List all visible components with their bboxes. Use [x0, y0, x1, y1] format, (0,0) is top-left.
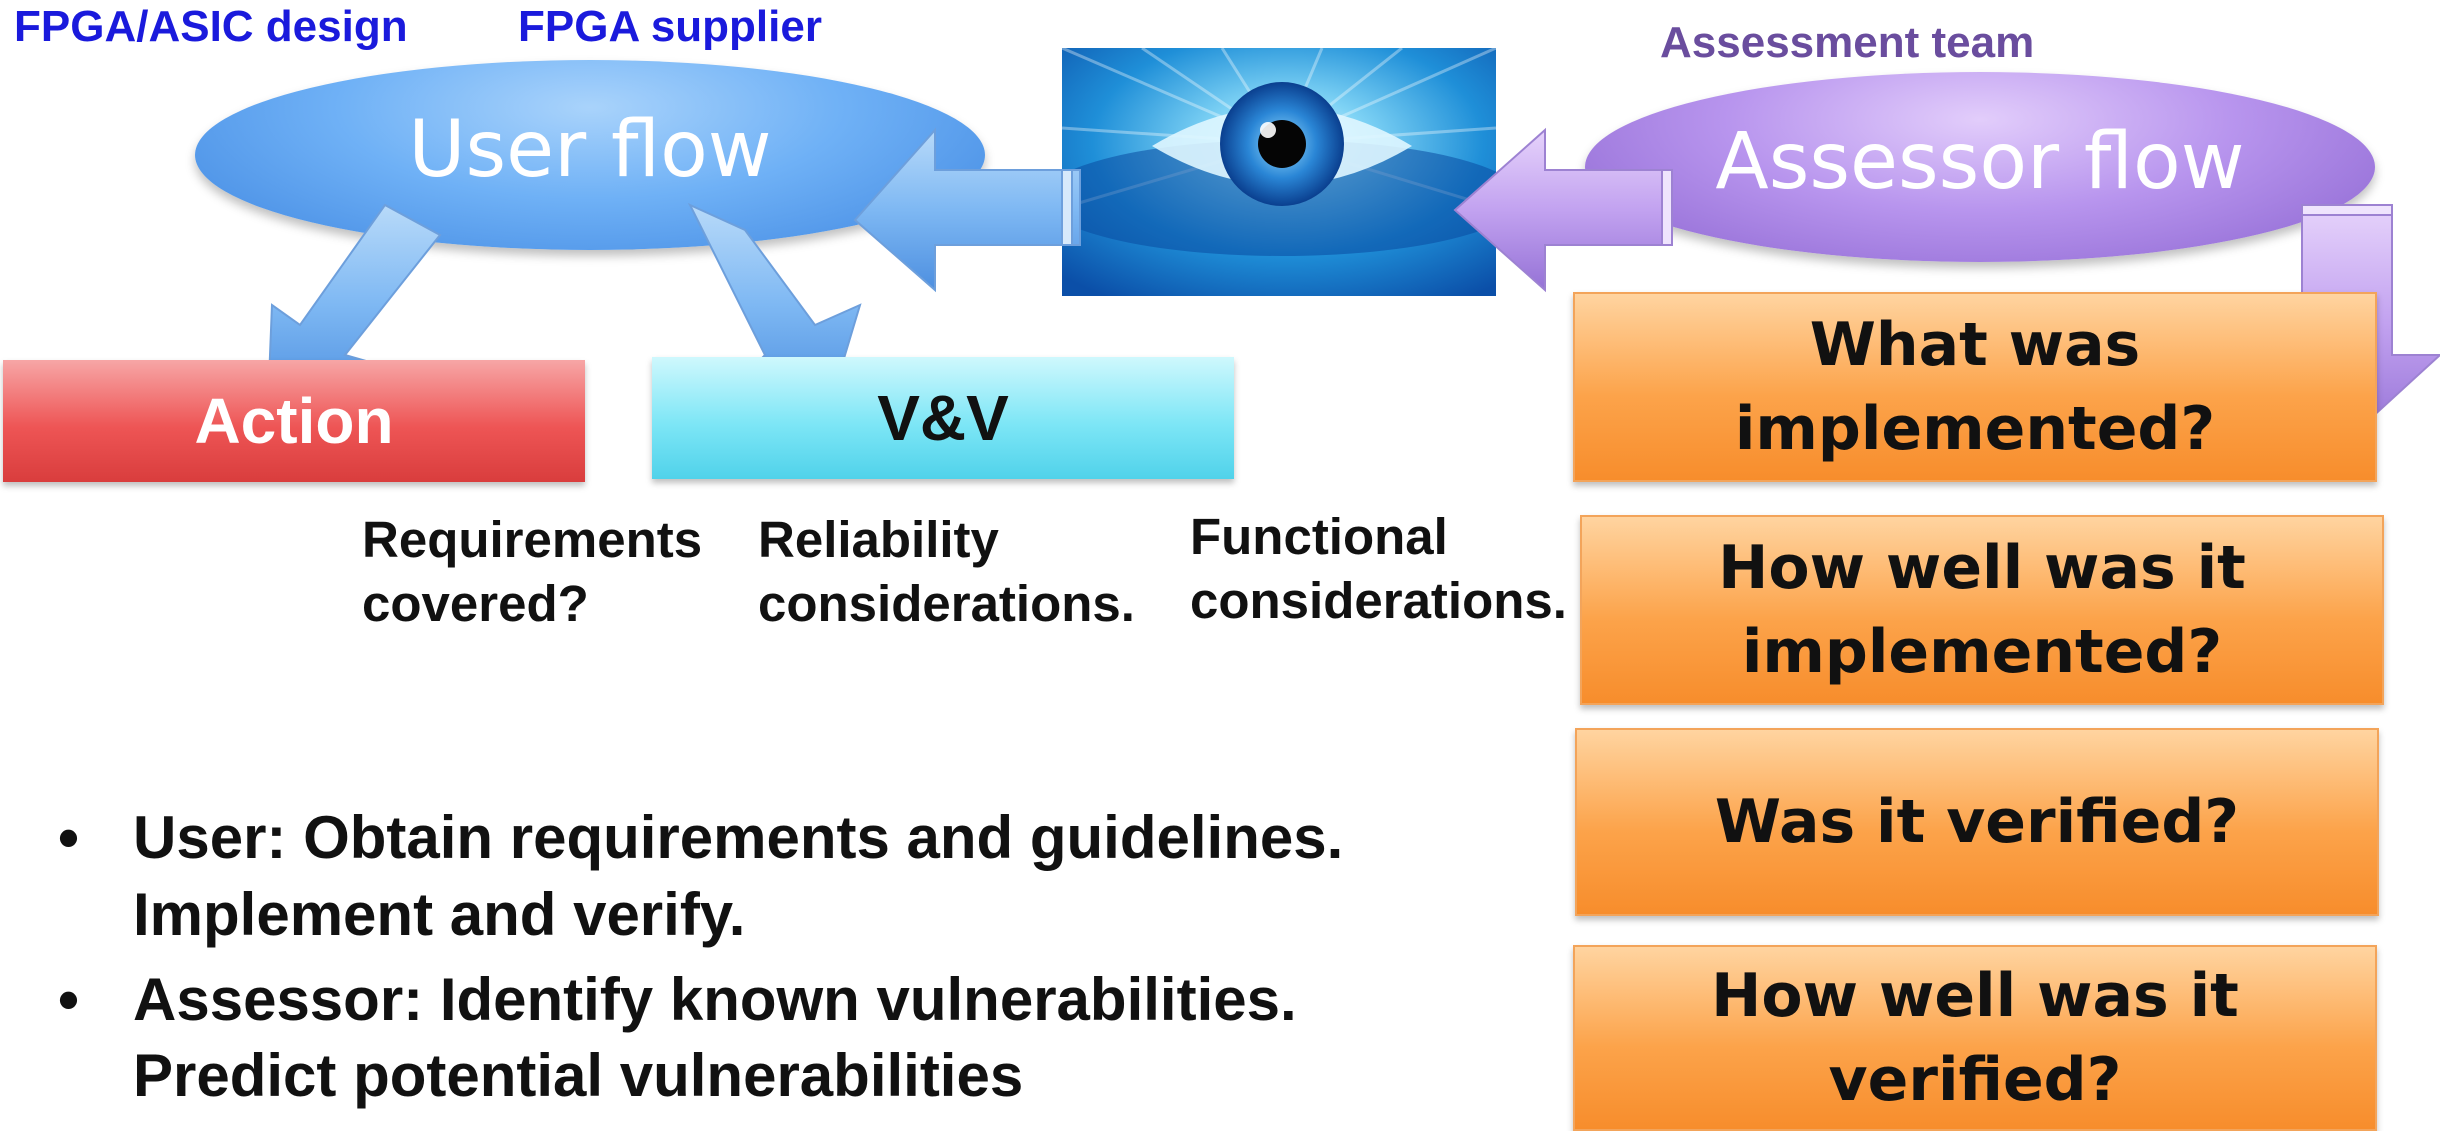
question-line: Was it verified? — [1714, 787, 2240, 857]
eye-image — [1062, 48, 1496, 296]
question-line: How well was it — [1718, 533, 2246, 603]
question-box: What was implemented? — [1573, 292, 2377, 482]
question-line: implemented? — [1741, 617, 2223, 687]
question-line: How well was it — [1711, 961, 2239, 1031]
bullet-item-user: • User: Obtain requirements and guidelin… — [58, 800, 1343, 954]
vv-label: V&V — [877, 382, 1009, 454]
reliability-note: Reliability considerations. — [758, 508, 1135, 636]
requirements-note: Requirements covered? — [362, 508, 702, 636]
requirements-note-line-2: covered? — [362, 574, 589, 632]
user-flow-label: User flow — [408, 105, 772, 195]
assessment-team-label: Assessment team — [1660, 18, 2035, 67]
question-box: Was it verified? — [1575, 728, 2379, 916]
bullet-icon: • — [58, 804, 80, 871]
bullet-item-assessor: • Assessor: Identify known vulnerabiliti… — [58, 962, 1343, 1116]
arrow-assessor-to-eye — [1453, 127, 1671, 293]
requirements-note-line-1: Requirements — [362, 511, 703, 568]
question-line: implemented? — [1734, 394, 2216, 464]
reliability-note-line-1: Reliability — [758, 511, 999, 568]
fpga-supplier-label: FPGA supplier — [518, 2, 822, 51]
bullet-line: Assessor: Identify known vulnerabilities… — [133, 965, 1297, 1033]
bullet-line: Predict potential vulnerabilities — [133, 1042, 1024, 1110]
bullet-icon: • — [58, 965, 80, 1033]
functional-note: Functional considerations. — [1190, 505, 1567, 633]
question-line: What was — [1809, 310, 2141, 380]
bullet-line: User: Obtain requirements and guidelines… — [133, 804, 1344, 871]
fpga-asic-design-label: FPGA/ASIC design — [14, 2, 408, 51]
question-line: verified? — [1828, 1045, 2122, 1115]
functional-note-line-2: considerations. — [1190, 571, 1567, 629]
bullet-line: Implement and verify. — [133, 880, 746, 948]
user-flow-ellipse: User flow — [195, 60, 985, 250]
action-box: Action — [3, 360, 585, 482]
assessor-flow-label: Assessor flow — [1715, 117, 2245, 207]
assessor-flow-ellipse: Assessor flow — [1585, 72, 2375, 262]
question-box: How well was it verified? — [1573, 945, 2377, 1131]
functional-note-line-1: Functional — [1190, 508, 1448, 565]
bullet-list: • User: Obtain requirements and guidelin… — [58, 800, 1343, 1123]
arrow-eye-to-user-flow — [853, 127, 1081, 293]
vv-box: V&V — [652, 357, 1234, 479]
question-box: How well was it implemented? — [1580, 515, 2384, 705]
reliability-note-line-2: considerations. — [758, 574, 1135, 632]
action-label: Action — [194, 385, 394, 457]
